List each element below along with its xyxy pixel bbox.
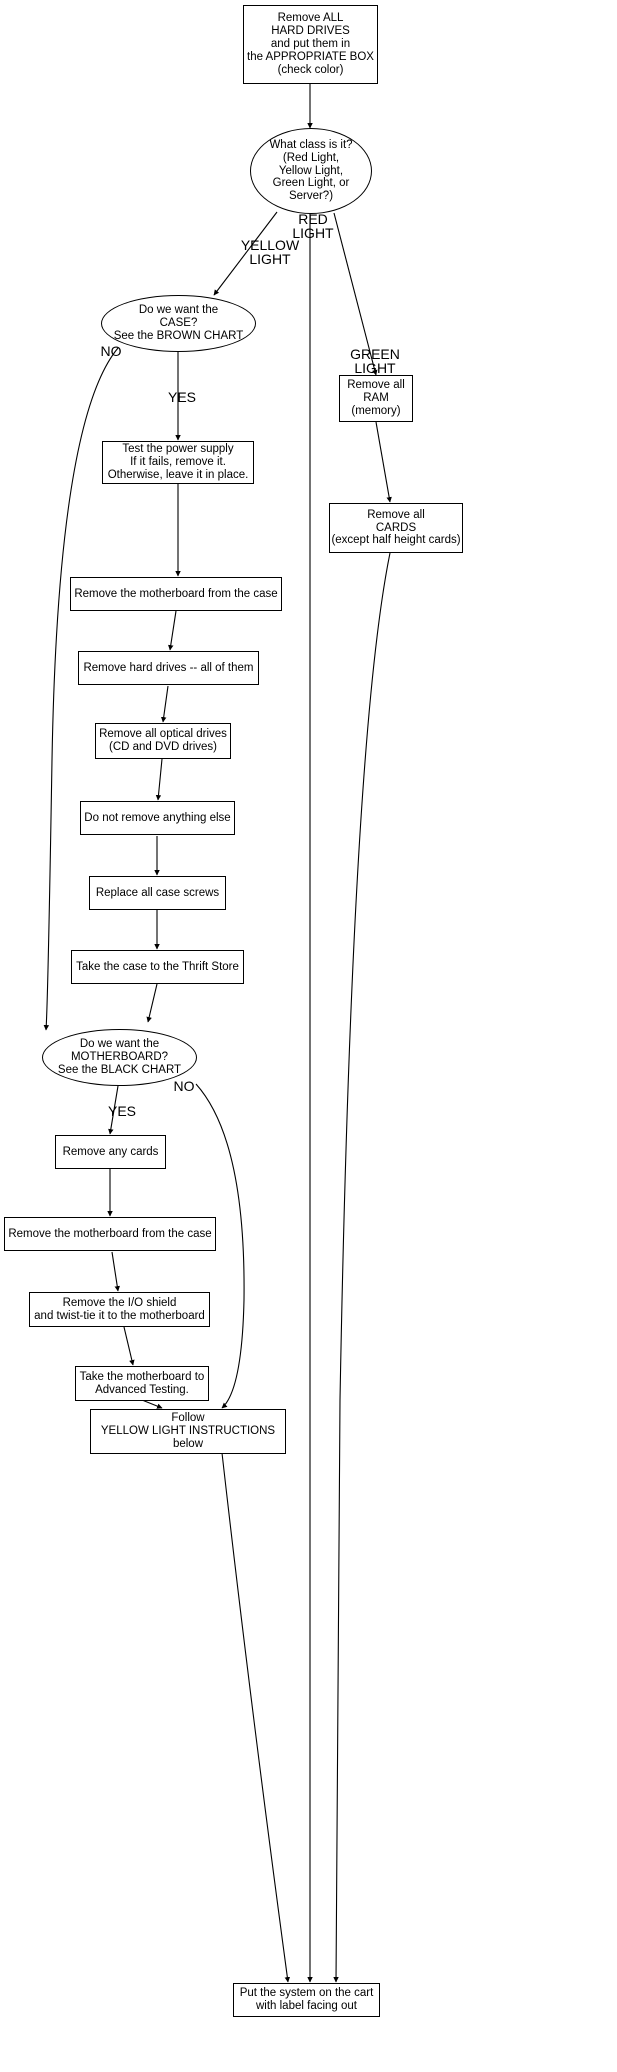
edge-label-yellow-light: YELLOW LIGHT bbox=[240, 237, 300, 268]
edge-hdd-to-optical bbox=[160, 685, 169, 723]
node-remove-io-shield[interactable]: Remove the I/O shield and twist-tie it t… bbox=[29, 1292, 210, 1327]
node-do-not-remove-anything-else[interactable]: Do not remove anything else bbox=[80, 801, 235, 835]
node-replace-all-case-screws[interactable]: Replace all case screws bbox=[89, 876, 226, 910]
edge-label-red-light: RED LIGHT bbox=[292, 211, 334, 242]
node-do-we-want-the-case[interactable]: Do we want the CASE? See the BROWN CHART bbox=[101, 295, 256, 352]
node-what-class-is-it[interactable]: What class is it? (Red Light, Yellow Lig… bbox=[250, 128, 372, 214]
edge-optical-to-nothing-else bbox=[155, 758, 163, 801]
node-test-power-supply[interactable]: Test the power supply If it fails, remov… bbox=[102, 441, 254, 484]
edge-mb-case-1-to-hdd bbox=[168, 610, 177, 651]
node-remove-hard-drives-all[interactable]: Remove hard drives -- all of them bbox=[78, 651, 259, 685]
node-remove-any-cards[interactable]: Remove any cards bbox=[55, 1135, 166, 1169]
edge-mb-case-2-to-io-shield bbox=[111, 1251, 120, 1292]
node-take-motherboard-to-advanced-testing[interactable]: Take the motherboard to Advanced Testing… bbox=[75, 1366, 209, 1401]
node-remove-motherboard-from-case-2[interactable]: Remove the motherboard from the case bbox=[4, 1217, 216, 1251]
node-follow-yellow-light-instructions[interactable]: Follow YELLOW LIGHT INSTRUCTIONS below bbox=[90, 1409, 286, 1454]
edge-follow-to-cart bbox=[221, 1452, 291, 1983]
edge-adv-test-to-follow bbox=[141, 1399, 163, 1409]
node-remove-all-ram[interactable]: Remove all RAM (memory) bbox=[339, 375, 413, 422]
edge-label-mb-no: NO bbox=[173, 1078, 195, 1094]
node-take-case-to-thrift-store[interactable]: Take the case to the Thrift Store bbox=[71, 950, 244, 984]
node-remove-motherboard-from-case-1[interactable]: Remove the motherboard from the case bbox=[70, 577, 282, 611]
edge-io-shield-to-adv-test bbox=[123, 1326, 135, 1366]
node-remove-hard-drives[interactable]: Remove ALL HARD DRIVES and put them in t… bbox=[243, 5, 378, 84]
node-do-we-want-the-motherboard[interactable]: Do we want the MOTHERBOARD? See the BLAC… bbox=[42, 1029, 197, 1086]
edge-thrift-to-want-mb bbox=[146, 983, 158, 1023]
node-put-system-on-cart[interactable]: Put the system on the cart with label fa… bbox=[233, 1983, 380, 2017]
edge-label-green-light: GREEN LIGHT bbox=[350, 346, 400, 377]
node-remove-optical-drives[interactable]: Remove all optical drives (CD and DVD dr… bbox=[95, 723, 231, 759]
node-remove-all-cards[interactable]: Remove all CARDS (except half height car… bbox=[329, 503, 463, 553]
edge-ram-to-cards bbox=[375, 421, 392, 503]
edge-cards-to-cart bbox=[333, 552, 391, 1983]
edge-label-mb-yes: YES bbox=[107, 1103, 136, 1119]
edge-label-case-no: NO bbox=[100, 343, 122, 359]
edge-label-case-yes: YES bbox=[167, 389, 196, 405]
